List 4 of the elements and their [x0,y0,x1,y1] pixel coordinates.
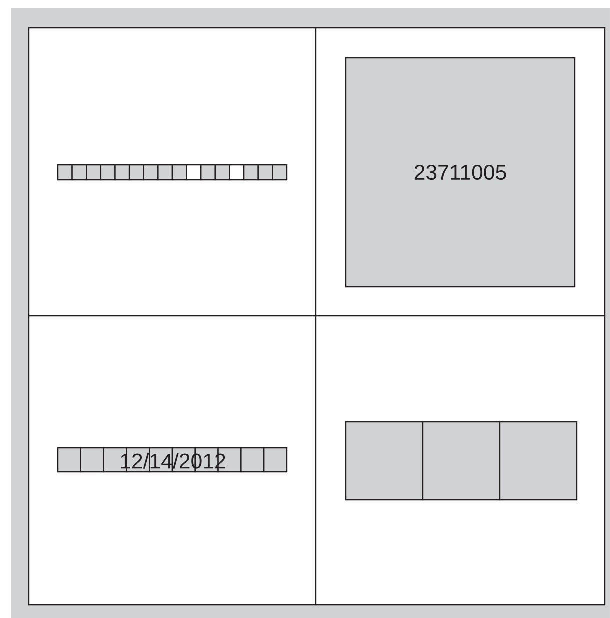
empty-box [345,421,424,501]
id-box: 23711005 [345,57,576,288]
empty-box [422,421,501,501]
empty-box [499,421,578,501]
